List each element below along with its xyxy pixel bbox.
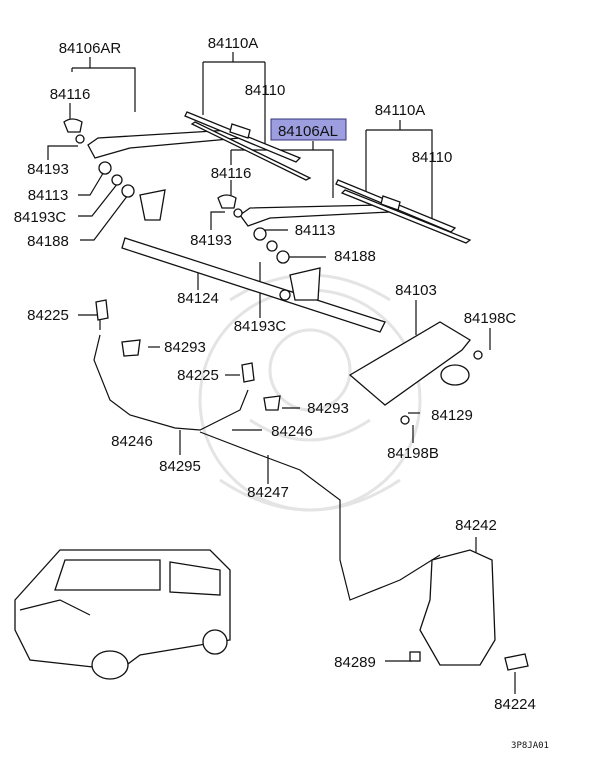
wiper-blade-top (184, 111, 312, 181)
label-84247: 84247 (247, 484, 289, 501)
label-84198C: 84198C (464, 310, 517, 327)
label-84295: 84295 (159, 458, 201, 475)
label-84110A-right: 84110A (375, 102, 426, 119)
van-illustration (14, 549, 231, 680)
label-84242: 84242 (455, 517, 497, 534)
leader-lines (47, 52, 516, 694)
label-84188-mid: 84188 (334, 248, 376, 265)
label-84124: 84124 (177, 290, 219, 307)
label-84293-mid: 84293 (307, 400, 349, 417)
label-84106AR: 84106AR (59, 40, 122, 57)
label-84116-mid: 84116 (211, 165, 252, 182)
washer-hoses (93, 299, 441, 601)
label-84289: 84289 (334, 654, 376, 671)
label-84113-mid: 84113 (295, 222, 336, 239)
label-84198B: 84198B (387, 445, 439, 462)
wiper-linkage (121, 189, 386, 333)
label-84293-left: 84293 (164, 339, 206, 356)
label-84246-left: 84246 (111, 433, 153, 450)
small-parts (63, 118, 290, 264)
label-84193-mid: 84193 (190, 232, 232, 249)
highlight-box (270, 118, 347, 141)
label-84116-left: 84116 (50, 86, 91, 103)
washer-reservoir (409, 549, 529, 671)
label-84106AL[interactable]: 84106AL (278, 123, 338, 140)
label-84113-left: 84113 (28, 187, 69, 204)
label-84110A-top: 84110A (208, 35, 259, 52)
wiper-blade-right (335, 179, 472, 244)
label-84129: 84129 (431, 407, 473, 424)
label-84224: 84224 (494, 696, 536, 713)
diagram-code: 3P8JA01 (511, 741, 549, 751)
label-84193-left: 84193 (27, 161, 69, 178)
label-84110-top: 84110 (245, 82, 286, 99)
label-84225-left: 84225 (27, 307, 69, 324)
wiper-motor-assembly (348, 321, 483, 425)
label-84225-mid: 84225 (177, 367, 219, 384)
label-84103: 84103 (395, 282, 437, 299)
label-84188-left: 84188 (27, 233, 69, 250)
label-84193C-mid: 84193C (234, 318, 287, 335)
label-84193C-left: 84193C (14, 209, 67, 226)
label-84246-mid: 84246 (271, 423, 313, 440)
label-84110-right: 84110 (412, 149, 453, 166)
